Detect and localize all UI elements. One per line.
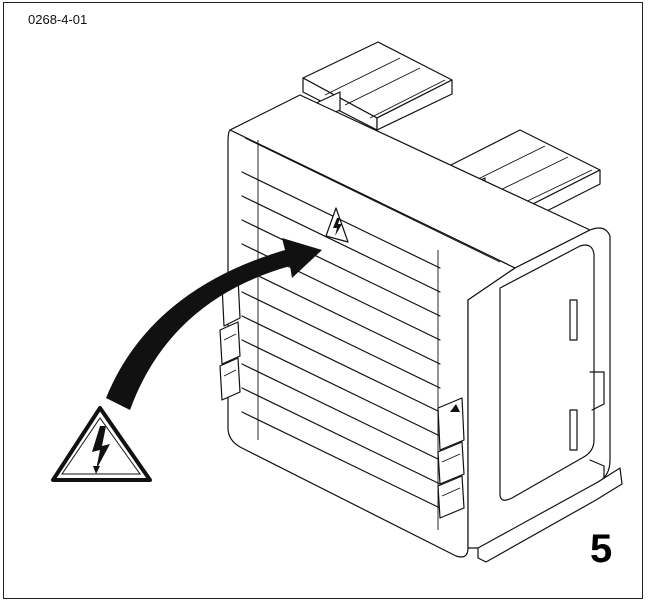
module-body [219, 94, 623, 563]
figure-frame [3, 2, 643, 599]
left-latch [219, 277, 241, 401]
right-latch [437, 397, 465, 519]
high-voltage-warning-icon [51, 406, 152, 482]
curved-arrow-icon [106, 238, 322, 410]
high-voltage-warning-icon-small [325, 207, 349, 243]
figure-number: 5 [590, 527, 613, 571]
figure-code: 0268-4-01 [28, 12, 88, 27]
